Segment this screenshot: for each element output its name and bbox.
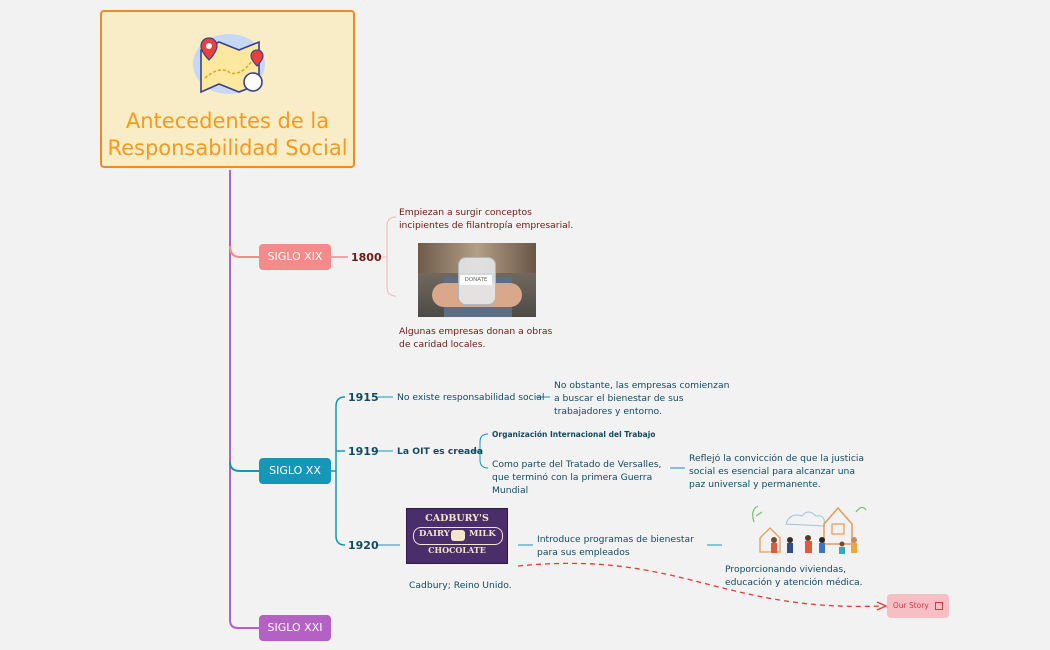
text-bienestar-trabajadores[interactable]: No obstante, las empresas comienzan a bu… [554, 380, 730, 417]
external-link-icon [935, 602, 944, 610]
text-cadbury-caption[interactable]: Cadbury; Reino Unido. [409, 580, 512, 591]
text-tratado-versalles[interactable]: Como parte del Tratado de Versalles, que… [492, 459, 662, 496]
text-programas-bienestar[interactable]: Introduce programas de bienestar para su… [537, 534, 694, 558]
donate-jar-image: DONATE [418, 243, 536, 317]
our-story-button[interactable]: Our Story [887, 594, 949, 618]
text-oit-creada[interactable]: La OIT es creada [397, 446, 484, 457]
siglo-xix-topic[interactable]: SIGLO XIX [259, 244, 331, 270]
text-no-existe-rs[interactable]: No existe responsabilidad social [397, 392, 545, 403]
text-oit-nombre[interactable]: Organización Internacional del Trabajo [492, 430, 656, 439]
siglo-xx-topic[interactable]: SIGLO XX [259, 458, 331, 484]
year-1800[interactable]: 1800 [351, 251, 382, 264]
map-icon [193, 34, 265, 94]
year-1920[interactable]: 1920 [348, 539, 379, 552]
our-story-label: Our Story [892, 601, 929, 610]
text-viviendas[interactable]: Proporcionando viviendas, educación y at… [725, 564, 863, 588]
year-1915[interactable]: 1915 [348, 391, 379, 404]
cadbury-image: CADBURY'S DAIRY MILK CHOCOLATE [406, 508, 508, 564]
xix-text-caridad[interactable]: Algunas empresas donan a obras de carida… [399, 326, 553, 350]
root-topic[interactable]: Antecedentes de la Responsabilidad Socia… [100, 10, 355, 168]
root-title: Antecedentes de la Responsabilidad Socia… [107, 109, 348, 160]
community-illustration [752, 505, 867, 554]
year-1919[interactable]: 1919 [348, 445, 379, 458]
xix-text-filantropia[interactable]: Empiezan a surgir conceptos incipientes … [399, 207, 574, 231]
donate-label: DONATE [460, 275, 492, 285]
cadbury-brand: CADBURY'S [425, 513, 489, 524]
siglo-xxi-topic[interactable]: SIGLO XXI [259, 615, 331, 641]
text-justicia-social[interactable]: Reflejó la convicción de que la justicia… [689, 453, 865, 490]
